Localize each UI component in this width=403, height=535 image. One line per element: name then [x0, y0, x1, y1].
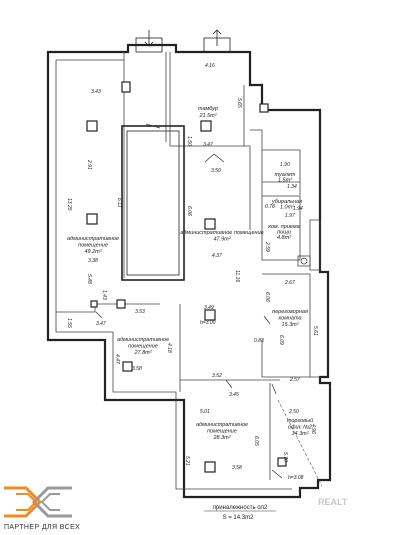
dimension-label: h=3.00	[200, 320, 216, 326]
dimension-label: 2.59	[264, 241, 270, 252]
dimension-label: 3.58	[132, 366, 142, 372]
dimension-label: 11.16	[234, 270, 240, 282]
brand-text: ПАРТНЕР ДЛЯ ВСЕХ	[4, 524, 81, 531]
dimension-label: 3.47	[203, 142, 213, 148]
dimension-label: 6.09	[278, 335, 284, 345]
sink-icon	[297, 255, 311, 267]
dimension-label: 5.21	[184, 456, 190, 466]
dimension-label: 3.53	[135, 309, 145, 315]
dimension-label: 3.38	[88, 258, 98, 264]
inner-walls	[55, 52, 321, 490]
dimension-label: 0.78	[265, 204, 275, 210]
dimension-label: 5.48	[86, 274, 92, 284]
dimension-label: 6.05	[253, 436, 259, 446]
dimension-label: 3.47	[96, 321, 106, 327]
doors	[95, 123, 283, 479]
entrances	[135, 29, 231, 53]
dimension-label: 4.16	[205, 63, 215, 69]
dimension-label: 2.91	[86, 159, 92, 170]
dimension-label: 6.06	[264, 292, 270, 302]
dimension-label: 3.45	[229, 392, 239, 398]
dimension-label: 2.67	[284, 280, 295, 286]
dimension-label: 2.50	[288, 409, 299, 415]
dimension-label: 4.47	[114, 354, 120, 364]
dimension-label: 3.50	[211, 168, 221, 174]
dimension-labels: 3.43 4.16 5.65 1.50 3.47 3.50 2.91 6.11 …	[66, 63, 318, 481]
dimension-label: 4.18	[166, 343, 172, 353]
dimension-label: 1.97	[285, 213, 295, 219]
dimension-label: 1.55	[66, 318, 72, 328]
dimension-label: 1.43	[101, 290, 107, 300]
columns	[86, 81, 287, 473]
dimension-label: h=3.08	[288, 475, 304, 481]
dimension-label: 3.58	[232, 465, 242, 471]
dimension-label: 6.11	[116, 198, 122, 208]
watermark: REALT	[318, 497, 348, 507]
elevator-shaft	[121, 125, 185, 281]
diagonal-marker	[277, 399, 323, 487]
dimension-label: 1.34	[287, 184, 297, 190]
brand-logo-icon	[4, 486, 72, 518]
dimension-label: 5.70	[282, 452, 288, 462]
brand-logo	[4, 486, 72, 518]
dimension-label: 0.83	[254, 338, 264, 344]
dimension-label: 1.90	[280, 162, 290, 168]
dimension-label: 3.49	[204, 305, 214, 311]
dimension-label: 5.61	[312, 326, 318, 336]
dimension-label: 13.25	[66, 198, 72, 211]
dimension-label: 5.01	[200, 409, 210, 415]
dimension-label: 2.57	[289, 377, 300, 383]
dimension-label: 3.43	[91, 89, 101, 95]
dimension-label: 4.96	[310, 424, 316, 434]
footnote-line1: приналежность ол2	[213, 505, 268, 511]
dimension-label: 5.65	[236, 98, 242, 108]
dimension-label: 1.94	[293, 206, 303, 212]
dimension-label: 3.52	[212, 373, 222, 379]
footnote-line2: S = 14.3m2	[223, 515, 255, 521]
dimension-label: 1.50	[186, 136, 192, 146]
dimension-label: 6.06	[186, 206, 192, 216]
dimension-label: 4.37	[212, 253, 222, 259]
